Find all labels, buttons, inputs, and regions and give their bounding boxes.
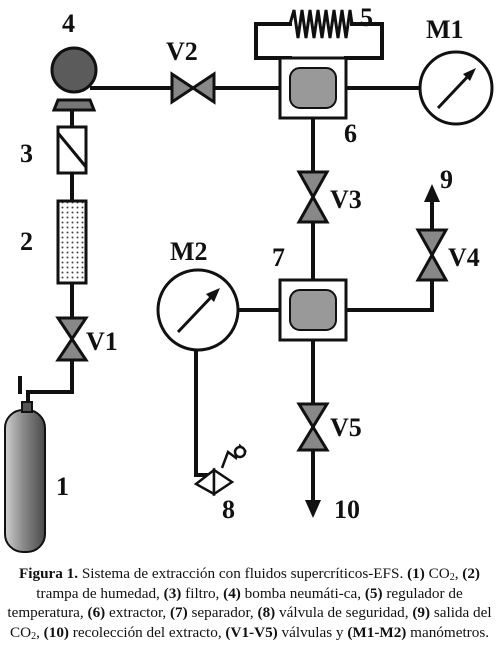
label-10: 10	[334, 495, 360, 524]
caption-sub-1: 2	[449, 572, 455, 583]
valve-v2	[170, 71, 216, 105]
caption-text-6: extractor,	[105, 604, 170, 622]
label-m1: M1	[426, 15, 464, 44]
caption-sub-9: 2	[31, 630, 37, 642]
caption-text-8: válvula de seguridad,	[275, 604, 413, 622]
label-v4: V4	[448, 243, 480, 272]
caption-text-7: separador,	[187, 604, 254, 622]
label-v5: V5	[330, 413, 362, 442]
caption-item-valves: (V1-V5)	[225, 623, 278, 641]
label-1: 1	[56, 472, 69, 501]
label-v1: V1	[86, 327, 118, 356]
caption-item-7: (7)	[169, 604, 188, 622]
caption-text-gauges: manómetros.	[406, 623, 490, 641]
label-4: 4	[62, 9, 75, 38]
label-5: 5	[360, 3, 373, 32]
caption-text-4: bomba neumáti-ca,	[240, 584, 365, 602]
caption-item-8: (8)	[257, 604, 276, 622]
valve-v1	[55, 316, 89, 362]
caption-item-10: (10)	[43, 623, 69, 641]
caption-text-10: recolección del extracto,	[68, 623, 226, 641]
caption-text-1b: ,	[454, 565, 463, 582]
label-8: 8	[222, 495, 235, 524]
caption-item-4: (4)	[223, 584, 241, 602]
label-7: 7	[272, 243, 285, 272]
collection-arrow-10	[305, 500, 321, 518]
pipe-cylinder-top	[26, 390, 74, 412]
figure-caption: Figura 1. Sistema de extracción con flui…	[4, 564, 495, 642]
valve-v3	[296, 170, 330, 224]
label-3: 3	[20, 139, 33, 168]
regulator-loop-left	[254, 22, 292, 60]
caption-text-3: filtro,	[181, 584, 224, 602]
label-m2: M2	[170, 237, 208, 266]
manometer-m2	[156, 268, 240, 352]
caption-text-5: regulador de temperatura,	[7, 584, 463, 622]
caption-title: Sistema de extracción con fluidos superc…	[78, 565, 404, 582]
exit-arrow-9	[424, 184, 440, 202]
caption-prefix: Figura 1.	[19, 565, 79, 582]
caption-text-9a: salida del CO	[9, 604, 492, 641]
caption-item-3: (3)	[163, 584, 182, 602]
safety-valve-8	[193, 443, 247, 497]
label-v2: V2	[166, 37, 198, 66]
caption-item-gauges: (M1-M2)	[347, 623, 407, 641]
separator-7	[278, 278, 348, 342]
co2-cylinder-1	[4, 401, 46, 553]
extraction-system-diagram: 4 3 2 V1 1 V2 5 M1 6 V3 9 V4 M2 7 V5 8 1…	[4, 3, 494, 553]
manometer-m1	[418, 50, 494, 126]
caption-text-9b: ,	[36, 623, 44, 641]
pipe-separator-v4	[344, 278, 434, 312]
label-v3: V3	[330, 185, 362, 214]
temperature-regulator-5	[288, 9, 354, 39]
valve-v4	[415, 228, 449, 282]
moisture-trap-2	[56, 199, 88, 285]
valve-v5	[296, 402, 330, 452]
label-9: 9	[440, 165, 453, 194]
caption-text-valves: válvulas y	[277, 623, 348, 641]
caption-item-6: (6)	[87, 604, 106, 622]
pipe-m2-safety	[194, 350, 216, 477]
pump-4	[50, 46, 98, 112]
caption-item-2: (2)	[462, 565, 480, 582]
filter-3	[56, 125, 88, 175]
caption-item-1: (1)	[407, 565, 425, 582]
label-2: 2	[20, 227, 33, 256]
extractor-6	[278, 56, 348, 120]
label-6: 6	[344, 119, 357, 148]
caption-text-2: trampa de humedad,	[36, 584, 164, 602]
regulator-loop-right	[344, 22, 384, 60]
caption-item-9: (9)	[412, 604, 431, 622]
caption-text-1a: CO	[424, 565, 450, 582]
caption-item-5: (5)	[364, 584, 383, 602]
